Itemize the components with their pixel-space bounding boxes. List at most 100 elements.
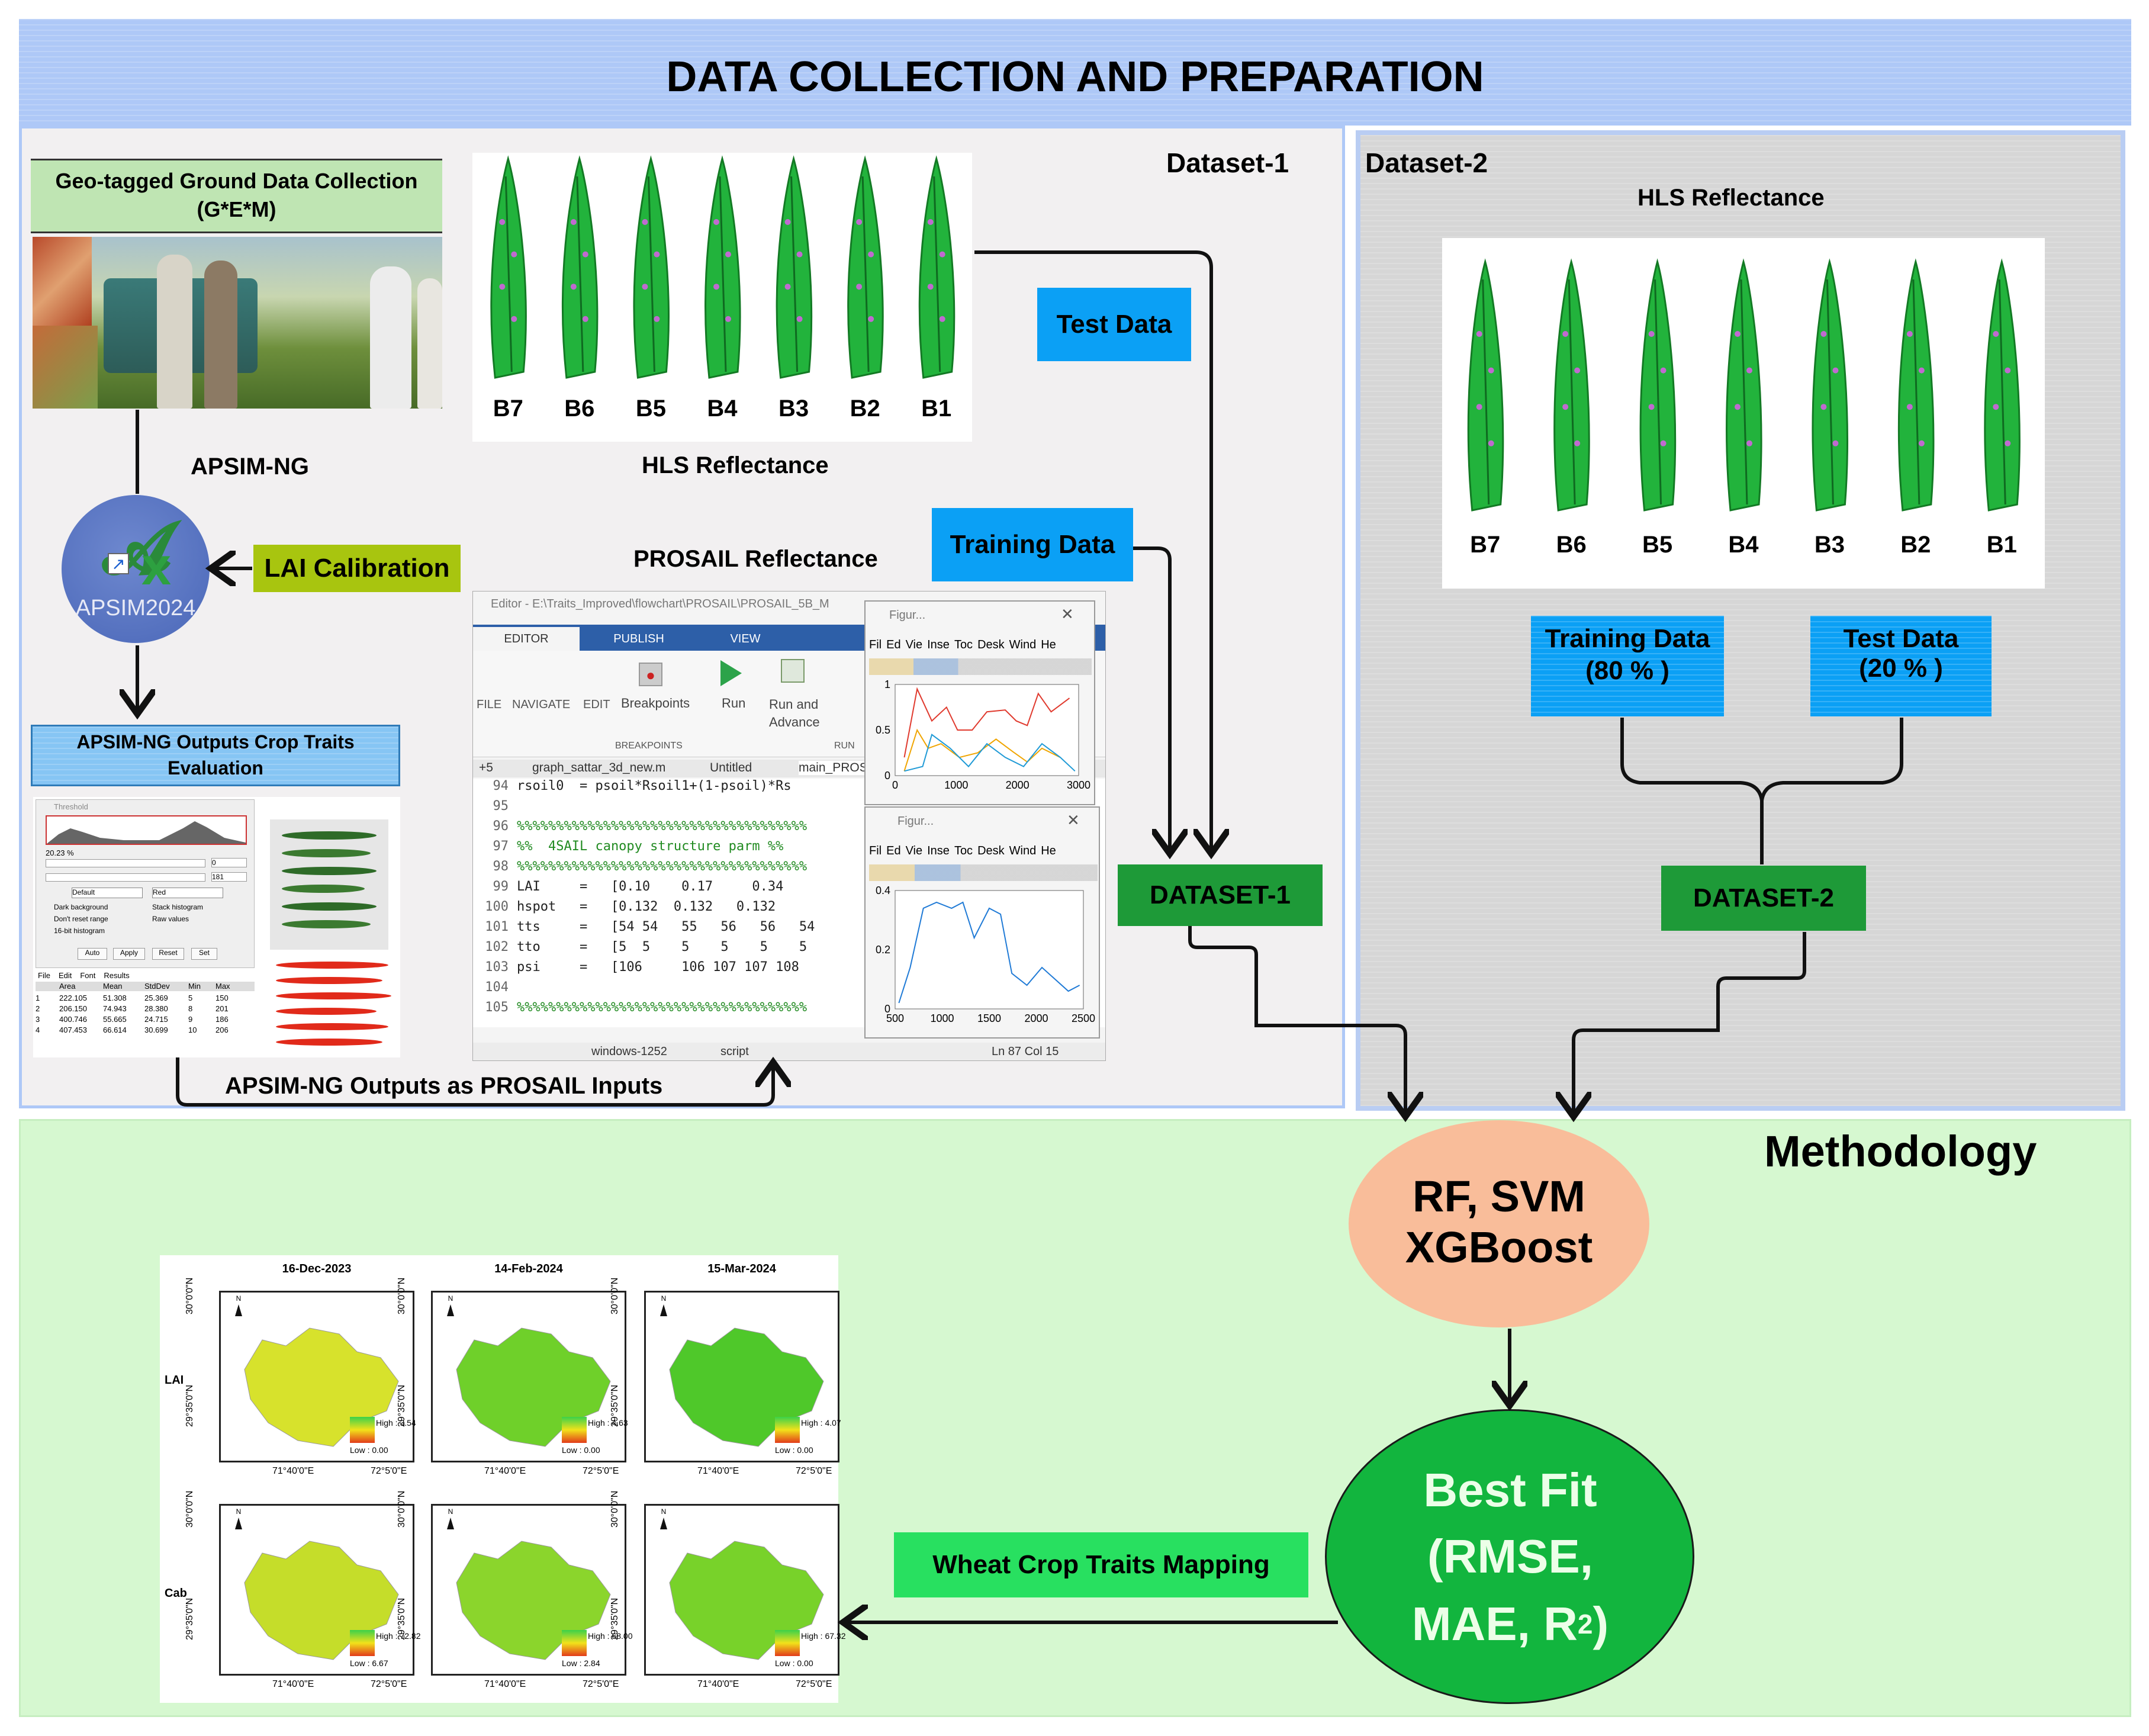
apply-button[interactable]: Apply	[113, 948, 145, 960]
results-menu-edit[interactable]: Edit	[58, 971, 72, 980]
figure-menu-item[interactable]: Toc	[954, 638, 973, 651]
prosail-label: PROSAIL Reflectance	[633, 546, 878, 572]
line-number: 103	[485, 960, 509, 975]
mode-select[interactable]: Red	[152, 888, 223, 898]
group-navigate[interactable]: NAVIGATE	[512, 698, 571, 711]
results-col-mean: Mean	[103, 982, 123, 991]
tab-publish[interactable]: PUBLISH	[613, 632, 664, 645]
check-dont-reset[interactable]: Don't reset range	[54, 915, 108, 923]
figure-1-close-icon[interactable]: ✕	[1061, 605, 1074, 623]
figure-menu-item[interactable]: Wind	[1009, 844, 1037, 857]
figure-menu-item[interactable]: Toc	[954, 844, 973, 857]
hls-plants-2	[1467, 258, 2021, 512]
threshold-dialog: Threshold 20.23 % 0 181 Default Red Dark…	[36, 799, 255, 968]
band-label: B1	[921, 396, 952, 422]
map-date-title: 14-Feb-2024	[494, 1262, 563, 1275]
threshold-slider-1[interactable]	[46, 859, 205, 867]
figure-menu-item[interactable]: Desk	[977, 844, 1005, 857]
check-dark-background[interactable]: Dark background	[54, 903, 108, 911]
figure-menu-item[interactable]: He	[1041, 638, 1056, 651]
check-raw-values[interactable]: Raw values	[152, 915, 189, 923]
line-text: tto = [5 5 5 5 5 5	[517, 940, 808, 954]
hls-label-2: HLS Reflectance	[1638, 185, 1825, 211]
red-leaf-1	[276, 962, 388, 969]
results-menu-results[interactable]: Results	[104, 971, 130, 980]
line-number: 98	[493, 859, 509, 874]
line-text: %%%%%%%%%%%%%%%%%%%%%%%%%%%%%%%%%%%%%	[517, 1000, 808, 1015]
figure-menu-item[interactable]: Desk	[977, 638, 1005, 651]
y-tick-label: 1	[884, 679, 890, 690]
file-tab-more[interactable]: +5	[479, 761, 493, 774]
mapping-box: Wheat Crop Traits Mapping	[894, 1532, 1308, 1597]
dataset1-label: Dataset-1	[1166, 147, 1289, 178]
band-label: B2	[1900, 532, 1931, 558]
band-label: B6	[1556, 532, 1587, 558]
north-label: N	[661, 1294, 667, 1303]
legend-gradient	[562, 1630, 587, 1656]
y-tick-label: 0.5	[876, 724, 890, 736]
test-line2: (20 % )	[1859, 654, 1943, 683]
lat-label: 29°35'0"N	[610, 1384, 620, 1427]
file-tab-main[interactable]: main_PROS	[799, 761, 868, 775]
threshold-value-2[interactable]: 181	[211, 872, 247, 882]
threshold-percent: 20.23 %	[46, 848, 74, 857]
threshold-slider-2[interactable]	[46, 873, 205, 882]
test-data-box-1: Test Data	[1037, 288, 1191, 361]
north-arrow-icon	[235, 1518, 242, 1529]
set-button[interactable]: Set	[191, 948, 217, 960]
method-select[interactable]: Default	[72, 888, 143, 898]
line-number: 97	[493, 839, 509, 854]
group-file[interactable]: FILE	[477, 698, 502, 711]
tab-editor[interactable]: EDITOR	[473, 627, 580, 651]
line-number: 104	[485, 980, 509, 995]
run-advance-icon	[781, 659, 805, 683]
y-tick-label: 0	[884, 770, 890, 782]
group-edit[interactable]: EDIT	[583, 698, 610, 711]
results-cell: 186	[215, 1015, 229, 1024]
breakpoints-button[interactable]: Breakpoints	[621, 696, 690, 711]
run-advance-button[interactable]: Run and Advance	[769, 697, 820, 729]
results-menu-file[interactable]: File	[38, 971, 50, 980]
figure-menu-item[interactable]: Vie	[905, 638, 923, 651]
check-stack-histogram[interactable]: Stack histogram	[152, 903, 204, 911]
x-tick-label: 2500	[1072, 1012, 1095, 1024]
figure-menu-item[interactable]: Vie	[905, 844, 923, 857]
file-tab-untitled[interactable]: Untitled	[710, 761, 752, 774]
leaf-6	[282, 920, 371, 928]
legend-low: Low : 6.67	[350, 1658, 388, 1668]
line-number: 99	[493, 879, 509, 894]
figure-menu-item[interactable]: Inse	[927, 844, 950, 857]
figure-2-close-icon[interactable]: ✕	[1067, 811, 1080, 829]
apsim-outputs-line2: Evaluation	[168, 757, 263, 779]
figure-menu-item[interactable]: Ed	[886, 638, 901, 651]
y-tick-label: 0.4	[876, 885, 890, 896]
run-button[interactable]: Run	[722, 696, 746, 711]
plant-image	[1984, 258, 2021, 512]
threshold-value-1[interactable]: 0	[211, 858, 247, 867]
figure-menu-item[interactable]: Inse	[927, 638, 950, 651]
shortcut-icon: ↗	[108, 553, 129, 574]
figure-menu-item[interactable]: He	[1041, 844, 1056, 857]
figure-menu-item[interactable]: Ed	[886, 844, 901, 857]
north-label: N	[448, 1507, 453, 1516]
results-col-0	[36, 982, 59, 991]
auto-button[interactable]: Auto	[78, 948, 107, 960]
line-text: rsoil0 = psoil*Rsoil1+(1-psoil)*Rs	[517, 779, 792, 793]
file-tab-graph[interactable]: graph_sattar_3d_new.m	[532, 761, 666, 774]
results-menu-font[interactable]: Font	[80, 971, 96, 980]
tab-view[interactable]: VIEW	[730, 632, 761, 645]
figure-menu-item[interactable]: Fil	[869, 844, 882, 857]
results-col-min: Min	[188, 982, 201, 991]
reset-button[interactable]: Reset	[152, 948, 184, 960]
check-16bit[interactable]: 16-bit histogram	[54, 927, 105, 935]
figure-1-menu: Fil Ed Vie Inse Toc Desk Wind He	[869, 638, 1056, 652]
figure-menu-item[interactable]: Fil	[869, 638, 882, 651]
figure-menu-item[interactable]: Wind	[1009, 638, 1037, 651]
